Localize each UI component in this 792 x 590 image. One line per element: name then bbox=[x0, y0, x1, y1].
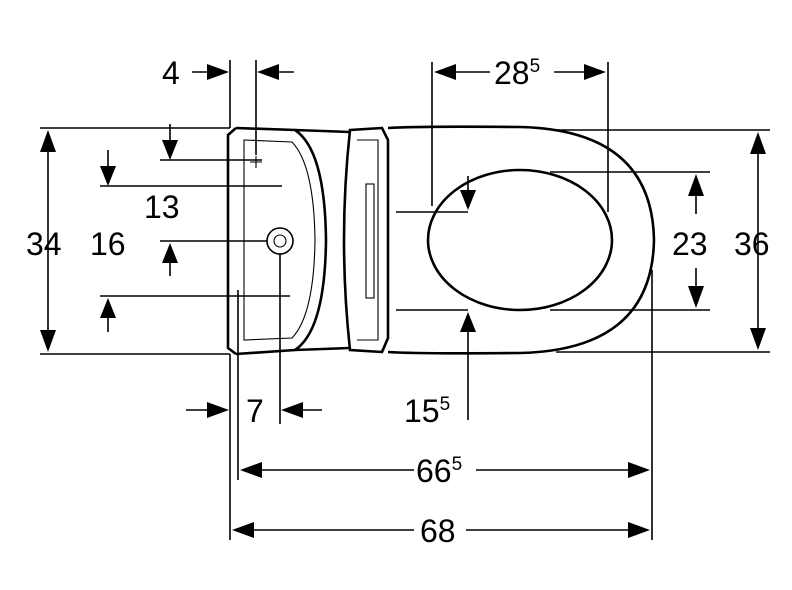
bowl-neck bbox=[294, 128, 351, 352]
dim-bowl-opening-width: 23 bbox=[672, 226, 708, 262]
drain-hole-center bbox=[273, 234, 287, 248]
hinge-bar bbox=[365, 183, 375, 299]
dim-bowl-length: 665 bbox=[416, 453, 462, 489]
dim-drain-height-side: 16 bbox=[90, 226, 126, 262]
dim-bowl-length-main: 66 bbox=[416, 453, 452, 489]
dim-seat-length: 285 bbox=[494, 55, 540, 91]
toilet-outline bbox=[226, 125, 656, 356]
bowl-outline bbox=[387, 125, 656, 355]
dim-seat-length-sup: 5 bbox=[530, 56, 541, 77]
drain-hole bbox=[266, 227, 294, 255]
cistern-outline bbox=[235, 126, 328, 356]
dim-bowl-length-sup: 5 bbox=[452, 454, 463, 475]
seat-hinge bbox=[342, 126, 390, 354]
dim-overall-width-right: 36 bbox=[734, 226, 770, 262]
dim-overall-length: 68 bbox=[420, 513, 456, 549]
dim-bowl-front-offset-sup: 5 bbox=[440, 394, 451, 415]
dim-drain-height-top: 13 bbox=[144, 189, 180, 225]
dim-bowl-front-offset: 155 bbox=[404, 393, 450, 429]
seat-hinge-inner bbox=[357, 139, 379, 341]
dim-bowl-front-offset-main: 15 bbox=[404, 393, 440, 429]
dim-tank-edge-offset: 4 bbox=[162, 55, 180, 91]
dimension-lines bbox=[40, 60, 770, 540]
dim-overall-height-left: 34 bbox=[26, 226, 62, 262]
inlet-mark bbox=[250, 156, 262, 168]
dimension-labels: 4 285 13 34 16 23 36 7 155 665 68 bbox=[26, 55, 770, 549]
cistern-inner-outline bbox=[243, 139, 316, 341]
dim-drain-offset: 7 bbox=[246, 393, 264, 429]
dim-seat-length-main: 28 bbox=[494, 55, 530, 91]
seat-opening bbox=[426, 168, 614, 312]
